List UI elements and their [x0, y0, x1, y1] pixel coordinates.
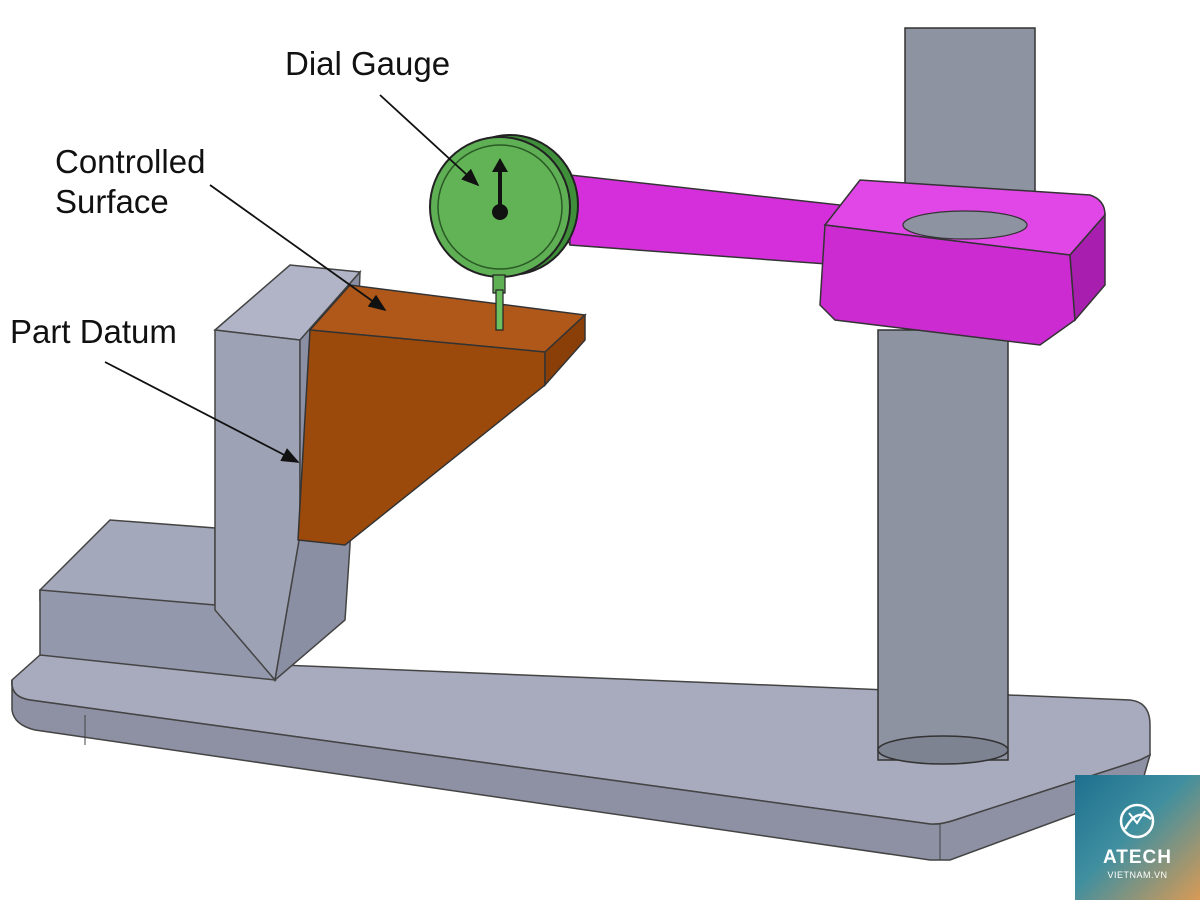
leader-lines [104, 94, 480, 463]
part-workpiece [297, 284, 587, 546]
controlled-surface-label-line2: Surface [55, 183, 169, 220]
part-datum-label: Part Datum [10, 313, 177, 350]
controlled-surface-label: Controlled Surface [55, 142, 205, 222]
brand-logo: ATECH VIETNAM.VN [1075, 775, 1200, 900]
logo-sub-text: VIETNAM.VN [1107, 870, 1168, 880]
dial-gauge-label: Dial Gauge [285, 45, 451, 82]
stand-column [877, 27, 1036, 765]
logo-emblem-icon [1119, 803, 1155, 839]
controlled-surface-label-line1: Controlled [55, 143, 206, 180]
fixture-block [39, 264, 362, 682]
gauge-arm [561, 174, 1106, 346]
base-plate [11, 654, 1152, 861]
logo-brand-text: ATECH [1102, 847, 1173, 868]
